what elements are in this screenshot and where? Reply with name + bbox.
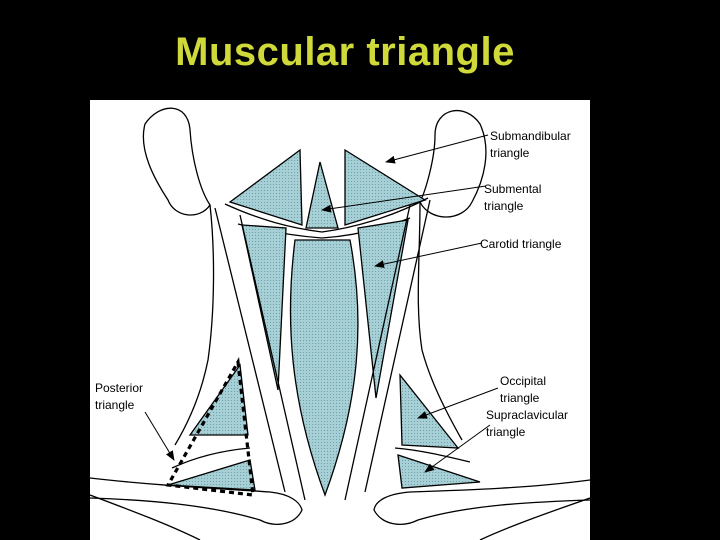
submandibular-arrow (385, 134, 489, 164)
right-scm-lateral (364, 199, 431, 493)
submental-arrow (321, 185, 487, 213)
submental-label-line2: triangle (484, 199, 524, 213)
supraclavicular-arrow (424, 424, 491, 473)
supraclavicular-label: Supraclavicular triangle (486, 407, 568, 441)
left-scm-medial (239, 214, 306, 501)
right-supraclavicular-region (397, 454, 481, 489)
submental-label: Submental triangle (484, 181, 541, 215)
left-submandibular-triangle (228, 148, 303, 226)
right-carotid-triangle (357, 219, 409, 399)
left-supraclavicular-region (167, 459, 256, 491)
supraclavicular-label-line2: triangle (486, 425, 526, 439)
left-scm-lateral (214, 207, 286, 493)
submandibular-label-line1: Submandibular (490, 129, 571, 143)
posterior-label-line1: Posterior (95, 381, 144, 395)
right-omohyoid-band (394, 447, 471, 463)
carotid-arrow (374, 242, 483, 269)
posterior-triangle-dashed-outline (165, 356, 255, 497)
right-submandibular-triangle (344, 148, 427, 226)
supraclavicular-label-line1: Supraclavicular (486, 408, 569, 422)
occipital-label-line1: Occipital (500, 374, 547, 388)
submandibular-label-line2: triangle (490, 146, 530, 160)
occipital-label: Occipital triangle (500, 373, 546, 407)
carotid-label: Carotid triangle (480, 236, 561, 253)
left-shoulder-line (90, 494, 201, 540)
occipital-arrow (417, 387, 499, 419)
right-scm-medial (344, 204, 411, 501)
neck-triangles-diagram: Submandibular triangle Submental triangl… (90, 100, 590, 540)
left-neck-contour (174, 204, 215, 446)
right-clavicle (373, 479, 590, 525)
submental-label-line1: Submental (484, 182, 542, 196)
left-carotid-triangle (241, 224, 287, 391)
carotid-label-line1: Carotid triangle (480, 237, 562, 251)
right-occipital-region (399, 373, 460, 449)
occipital-label-line2: triangle (500, 391, 540, 405)
posterior-arrow (144, 411, 175, 461)
neck-outline-drawing (90, 107, 590, 540)
submental-triangle (305, 161, 339, 229)
left-ear-outline (142, 107, 211, 216)
muscular-triangle (289, 239, 359, 497)
mandible-line (224, 197, 429, 233)
posterior-label: Posterior triangle (95, 380, 143, 414)
submandibular-label: Submandibular triangle (490, 128, 571, 162)
right-shoulder-line (479, 497, 590, 540)
posterior-label-line2: triangle (95, 398, 135, 412)
slide-title: Muscular triangle (175, 30, 515, 74)
